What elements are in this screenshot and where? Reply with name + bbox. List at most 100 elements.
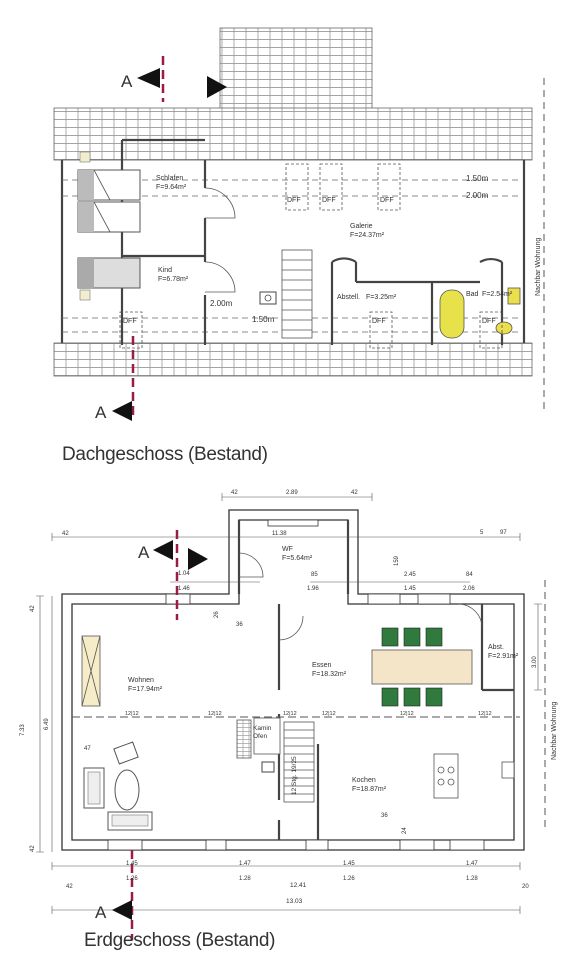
dim-label: 84 (466, 572, 473, 578)
dim-label: 1.28 (239, 876, 251, 882)
dim-label: 1.96 (307, 586, 319, 592)
eg-mark-top: A (138, 543, 150, 562)
dim-label: 2.45 (404, 572, 416, 578)
dim-label: 6.49 (44, 718, 50, 730)
height-label: 2.00m (210, 299, 233, 308)
dim-label: 36 (236, 622, 243, 628)
height-label: 1.50m (252, 315, 275, 324)
bed-icon (77, 169, 141, 233)
dff-label: DFF (380, 197, 394, 204)
dg-plan (53, 27, 545, 421)
dg-dormer-roof (219, 27, 373, 117)
chair-icon (403, 687, 421, 707)
section-arrow-icon (137, 68, 160, 88)
dim-label: 3.00 (532, 656, 538, 668)
dim-label: 12 Stg. 19/25 (291, 756, 298, 795)
chair-icon (381, 627, 399, 647)
dim-label: 13.03 (286, 898, 303, 905)
eg-neighbor-label: Nachbar Wohnung (551, 702, 558, 760)
dim-label: 1.47 (239, 861, 251, 867)
room-abstell-area: F=3.25m² (366, 294, 397, 301)
dim-label: 42 (30, 845, 36, 852)
dim-label: 12|12 (400, 711, 414, 717)
height-label: 1.50m (466, 174, 489, 183)
dim-label: 1.45 (404, 586, 416, 592)
dg-stair (281, 249, 313, 339)
room-essen-name: Essen (312, 662, 332, 669)
dim-label: 12|12 (208, 711, 222, 717)
dim-label: 20 (522, 884, 529, 890)
room-kochen-name: Kochen (352, 777, 376, 784)
dim-label: 1.45 (126, 861, 138, 867)
room-galerie-area: F=24.37m² (350, 232, 385, 239)
room-abstell-name: Abstell. (337, 294, 360, 301)
dim-label: 7.33 (20, 724, 26, 736)
dg-mark-bottom: A (95, 403, 107, 422)
room-bad-area: F=2.54m² (482, 291, 513, 298)
room-wohnen-area: F=17.94m² (128, 686, 163, 693)
section-arrow-icon (207, 76, 227, 98)
chair-icon (403, 627, 421, 647)
dim-label: 1.45 (343, 861, 355, 867)
dim-label: 42 (351, 490, 358, 496)
section-arrow-icon (112, 900, 132, 920)
dim-label: 1.26 (126, 876, 138, 882)
dim-label: 42 (30, 605, 36, 612)
dg-mark-top: A (121, 72, 133, 91)
dining-table (371, 627, 473, 707)
dim-label: 42 (62, 531, 69, 537)
sink-icon (501, 761, 515, 779)
dff-label: DFF (287, 197, 301, 204)
dim-label: 2.89 (286, 490, 298, 496)
dim-label: 1.46 (178, 586, 190, 592)
chair-icon (425, 627, 443, 647)
room-kind-area: F=6.78m² (158, 276, 189, 283)
room-schlafen-name: Schlafen (156, 175, 183, 182)
dg-roof-bottom (53, 342, 533, 377)
dff-label: DFF (482, 318, 496, 325)
room-schlafen-area: F=9.64m² (156, 184, 187, 191)
room-abst-name: Abst. (488, 644, 504, 651)
section-arrow-icon (112, 401, 132, 421)
room-wohnen-name: Wohnen (128, 677, 154, 684)
sofa-icon (83, 741, 153, 831)
stove-icon (433, 753, 459, 799)
dim-label: 85 (311, 572, 318, 578)
dim-label: 1.47 (466, 861, 478, 867)
dim-label: 1.28 (466, 876, 478, 882)
dim-label: 42 (231, 490, 238, 496)
dff-label: DFF (322, 197, 336, 204)
kamin-bricks (236, 719, 252, 759)
room-wf-area: F=5.64m² (282, 555, 313, 562)
dim-label: 12|12 (283, 711, 297, 717)
dim-label: 36 (381, 813, 388, 819)
eg-stair (283, 721, 315, 803)
dg-neighbor-label: Nachbar Wohnung (535, 238, 542, 296)
room-galerie-name: Galerie (350, 223, 373, 230)
dim-label: 11.38 (272, 531, 287, 537)
eg-title: Erdgeschoss (Bestand) (84, 930, 276, 951)
section-arrow-icon (153, 540, 173, 560)
dim-label: 97 (500, 530, 507, 536)
room-kochen-area: F=18.87m² (352, 786, 387, 793)
dim-label: 26 (214, 611, 220, 618)
eg-mark-bottom: A (95, 903, 107, 922)
dim-label: 12.41 (290, 882, 307, 889)
bed-icon (77, 257, 141, 289)
room-essen-area: F=18.32m² (312, 671, 347, 678)
room-bad-name: Bad (466, 291, 479, 298)
dim-label: 24 (402, 827, 408, 834)
chair-icon (381, 687, 399, 707)
eg-plan (36, 493, 546, 940)
dim-label: 159 (394, 555, 400, 566)
height-label: 2.00m (466, 191, 489, 200)
dim-label: 1.26 (343, 876, 355, 882)
dim-label: 2.06 (463, 586, 475, 592)
dim-label: 42 (66, 884, 73, 890)
dim-label: 12|12 (125, 711, 139, 717)
dg-roof-top (53, 107, 533, 161)
dff-label: DFF (123, 318, 137, 325)
room-wf-name: WF (282, 546, 293, 553)
